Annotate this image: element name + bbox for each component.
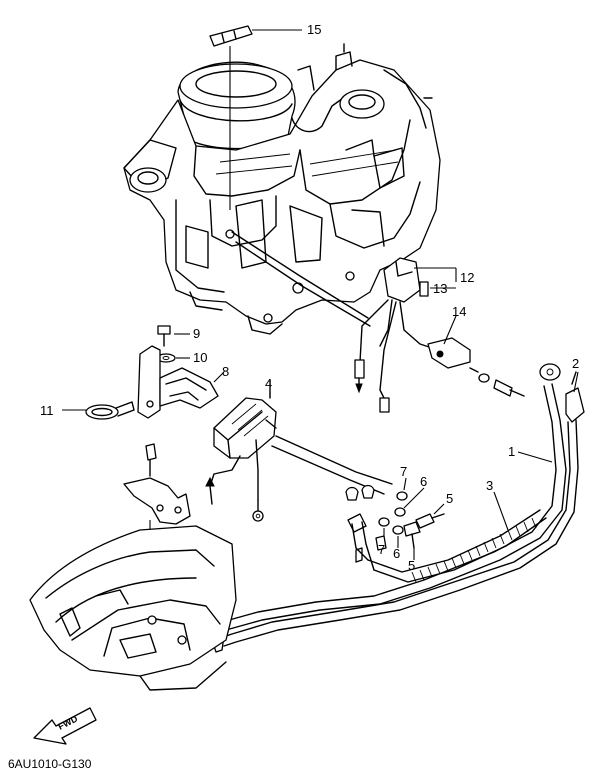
part-11-clip	[62, 401, 135, 420]
part-10-washer	[156, 353, 190, 363]
callout-13: 13	[433, 281, 447, 296]
callout-7a: 7	[400, 464, 407, 479]
callout-15: 15	[307, 22, 321, 37]
callouts: 15 12 13 14 9 10 8 4 11 2 1 3 7 6 5 7 6 …	[40, 22, 579, 573]
drawing-code: 6AU1010-G130	[8, 757, 92, 771]
module-cable	[271, 435, 393, 495]
callout-6a: 6	[420, 474, 427, 489]
callout-14: 14	[452, 304, 466, 319]
callout-11: 11	[40, 403, 54, 418]
callout-1: 1	[508, 444, 515, 459]
fwd-arrow-icon: FWD	[33, 707, 97, 745]
part-8-bracket	[137, 345, 225, 419]
callout-7b: 7	[378, 542, 385, 557]
engine-block	[123, 43, 441, 335]
callout-8: 8	[222, 364, 229, 379]
callout-4: 4	[265, 376, 272, 391]
callout-5a: 5	[446, 491, 453, 506]
part-3-spiral	[411, 517, 537, 583]
part-9-bolt	[157, 325, 190, 347]
part-14-bracket	[427, 315, 525, 397]
callout-10: 10	[193, 350, 207, 365]
part-12-connector	[354, 257, 457, 413]
callout-5b: 5	[408, 558, 415, 573]
callout-9: 9	[193, 326, 200, 341]
part-4-module	[205, 379, 277, 522]
callout-3: 3	[486, 478, 493, 493]
fasteners	[378, 477, 445, 560]
lower-cowling	[29, 525, 237, 691]
part-15-clamp	[209, 25, 302, 210]
callout-2: 2	[572, 356, 579, 371]
callout-12: 12	[460, 270, 474, 285]
callout-6b: 6	[393, 546, 400, 561]
